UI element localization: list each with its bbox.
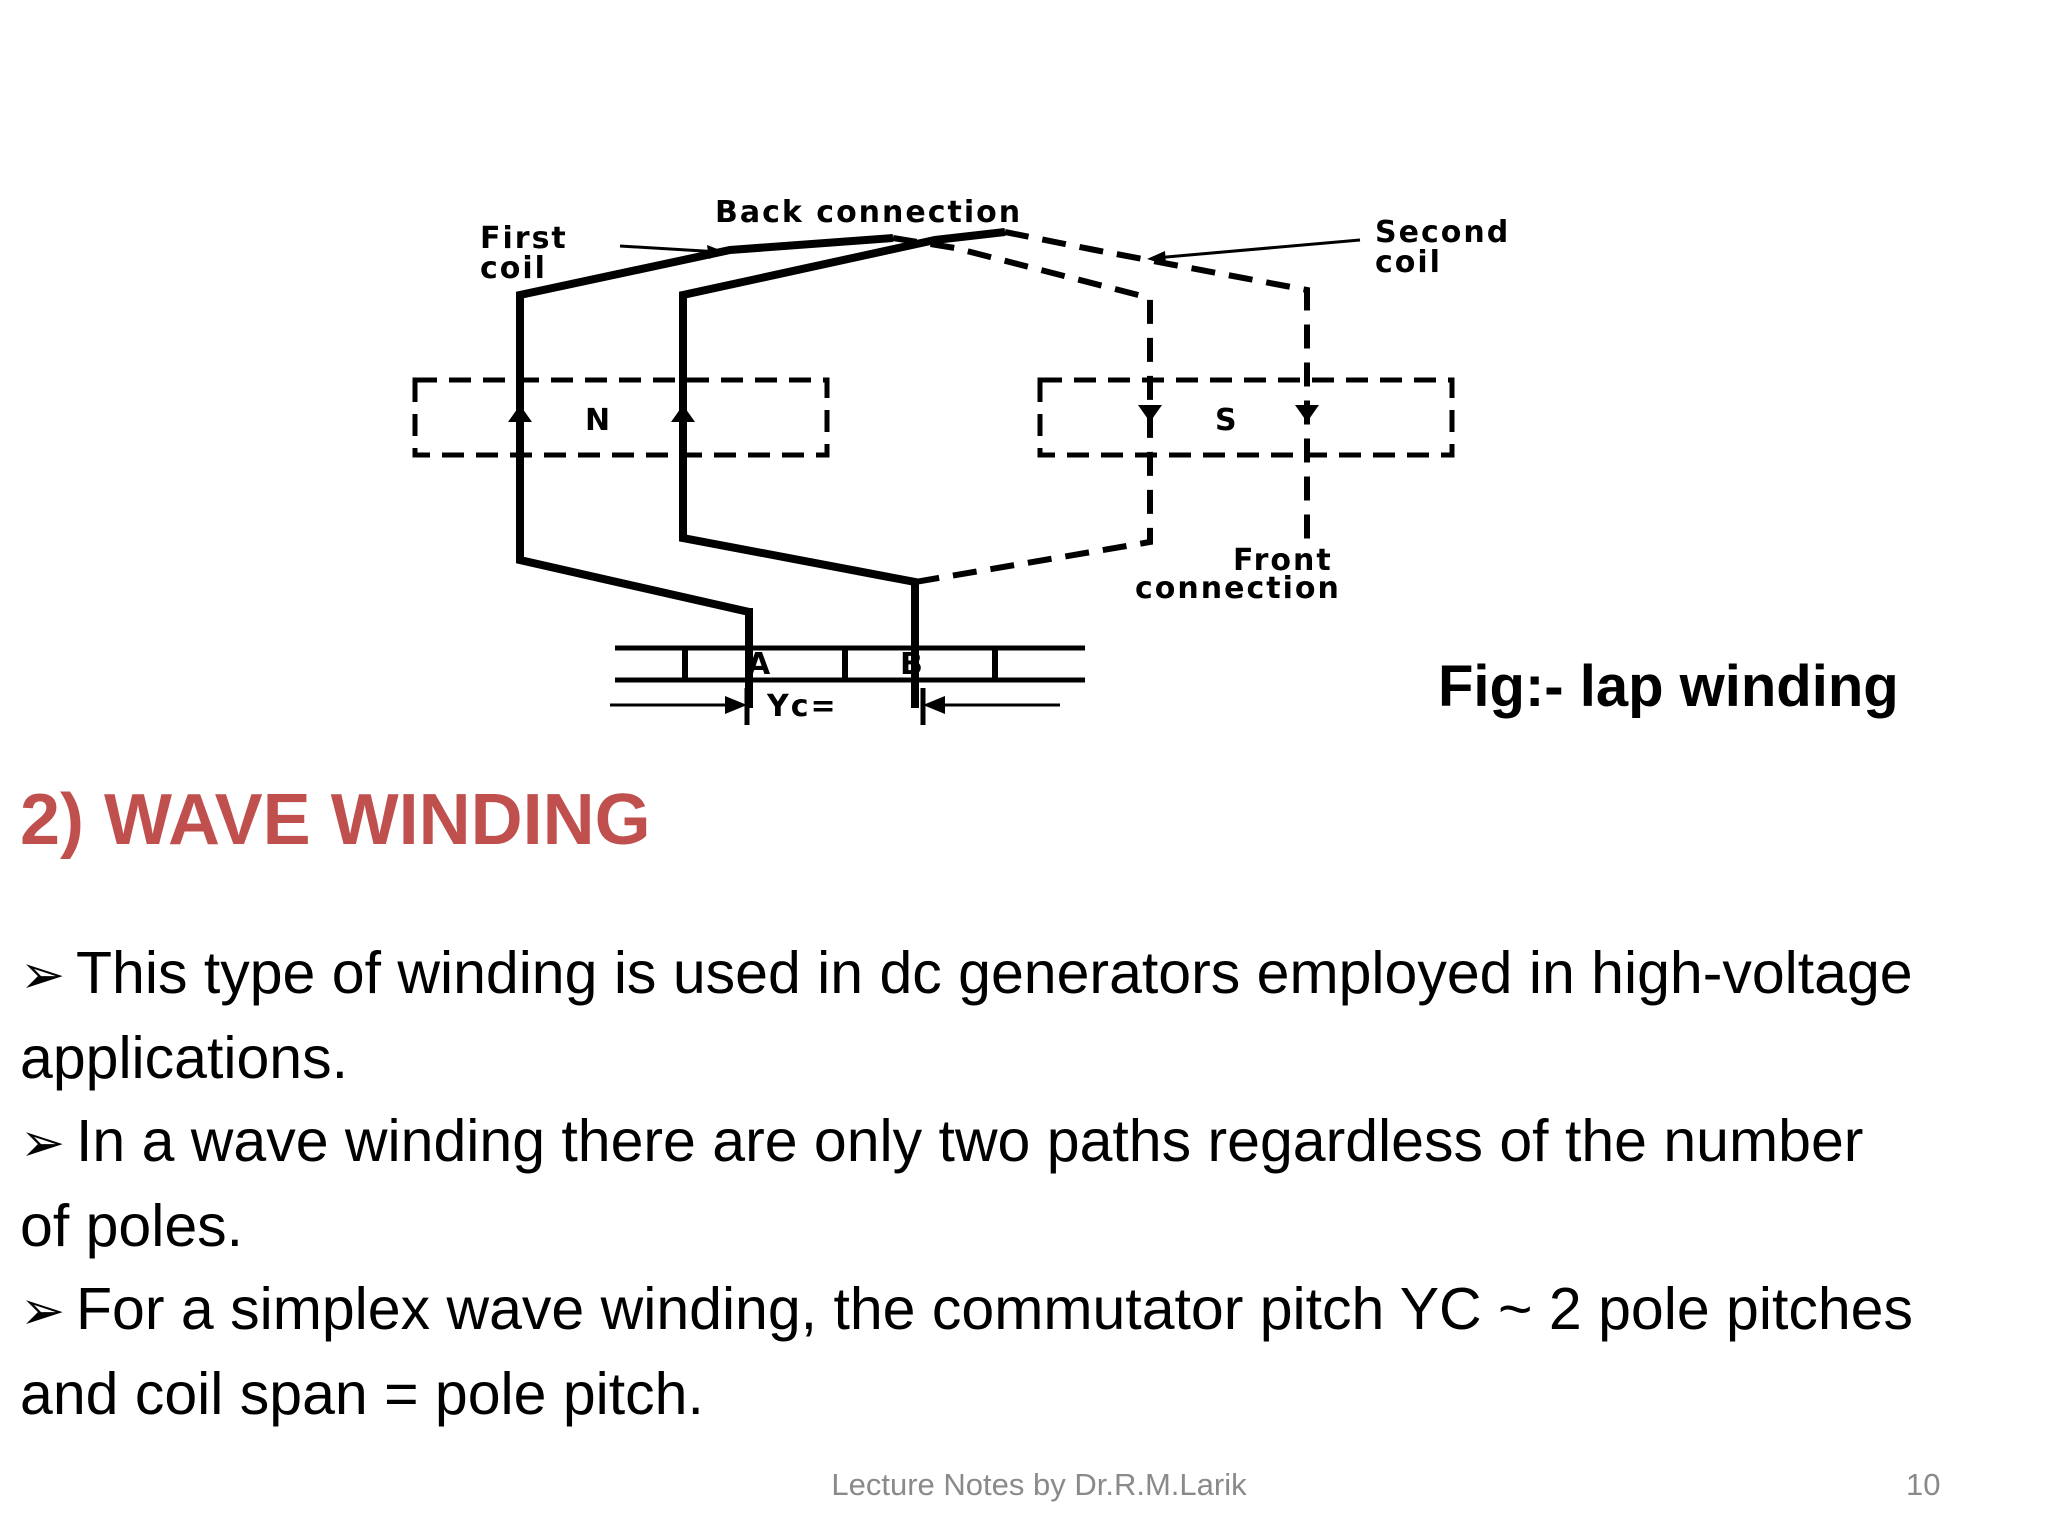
bullet-item: ➢This type of winding is used in dc gene… xyxy=(20,932,1920,1100)
bullet-item: ➢In a wave winding there are only two pa… xyxy=(20,1100,1920,1268)
down-arrow-icon xyxy=(1138,405,1162,422)
second-coil-dashed-side xyxy=(1004,229,1310,550)
down-arrow-icon xyxy=(1295,405,1319,422)
bullet-text: This type of winding is used in dc gener… xyxy=(20,940,1913,1091)
figure-caption: Fig:- lap winding xyxy=(1438,654,1899,719)
first-coil-inner-side xyxy=(679,228,1006,708)
first-coil-dashed-side xyxy=(892,235,1153,585)
bullet-text: For a simplex wave winding, the commutat… xyxy=(20,1276,1913,1427)
second-coil-leader-line xyxy=(1154,238,1361,260)
first-coil-label-line2: coil xyxy=(480,251,547,286)
second-coil-label-line2: coil xyxy=(1375,245,1442,280)
leader-arrow-icon xyxy=(707,245,725,259)
first-coil-label-line1: First xyxy=(480,221,568,256)
first-coil-solid-side xyxy=(516,234,894,708)
north-pole-label: N xyxy=(585,403,612,438)
up-arrow-icon xyxy=(508,405,532,422)
page-number: 10 xyxy=(1906,1467,1941,1502)
bullet-list: ➢This type of winding is used in dc gene… xyxy=(20,932,1920,1436)
first-coil-leader-line xyxy=(619,244,721,254)
second-coil-label-line1: Second xyxy=(1375,215,1510,250)
yc-right-arrow-icon xyxy=(923,696,945,714)
coil-helper xyxy=(395,238,1045,735)
yc-label: Yc= xyxy=(766,689,838,724)
footer-text: Lecture Notes by Dr.R.M.Larik xyxy=(831,1467,1247,1502)
segment-a-label: A xyxy=(747,647,772,682)
bullet-text: In a wave winding there are only two pat… xyxy=(20,1108,1864,1259)
front-connection-label-line1: Front xyxy=(1233,543,1333,578)
front-connection-label-line2: connection xyxy=(1135,571,1341,606)
up-arrow-icon xyxy=(671,405,695,422)
bullet-item: ➢For a simplex wave winding, the commuta… xyxy=(20,1268,1920,1436)
section-heading: 2) WAVE WINDING xyxy=(20,780,651,860)
leader-arrow-icon xyxy=(1147,251,1166,265)
arrow-bullet-icon: ➢ xyxy=(20,1113,66,1173)
arrow-bullet-icon: ➢ xyxy=(20,1281,66,1341)
yc-left-arrow-icon xyxy=(725,696,747,714)
south-pole-label: S xyxy=(1215,403,1239,438)
segment-b-label: B xyxy=(900,647,925,682)
lap-winding-figure: Back connection First coil Second coil N… xyxy=(395,190,1655,735)
arrow-bullet-icon: ➢ xyxy=(20,945,66,1005)
back-connection-label: Back connection xyxy=(715,195,1022,230)
south-pole-box xyxy=(1037,377,1455,458)
lap-winding-diagram: Back connection First coil Second coil N… xyxy=(395,195,1510,735)
north-pole-box xyxy=(412,377,830,458)
